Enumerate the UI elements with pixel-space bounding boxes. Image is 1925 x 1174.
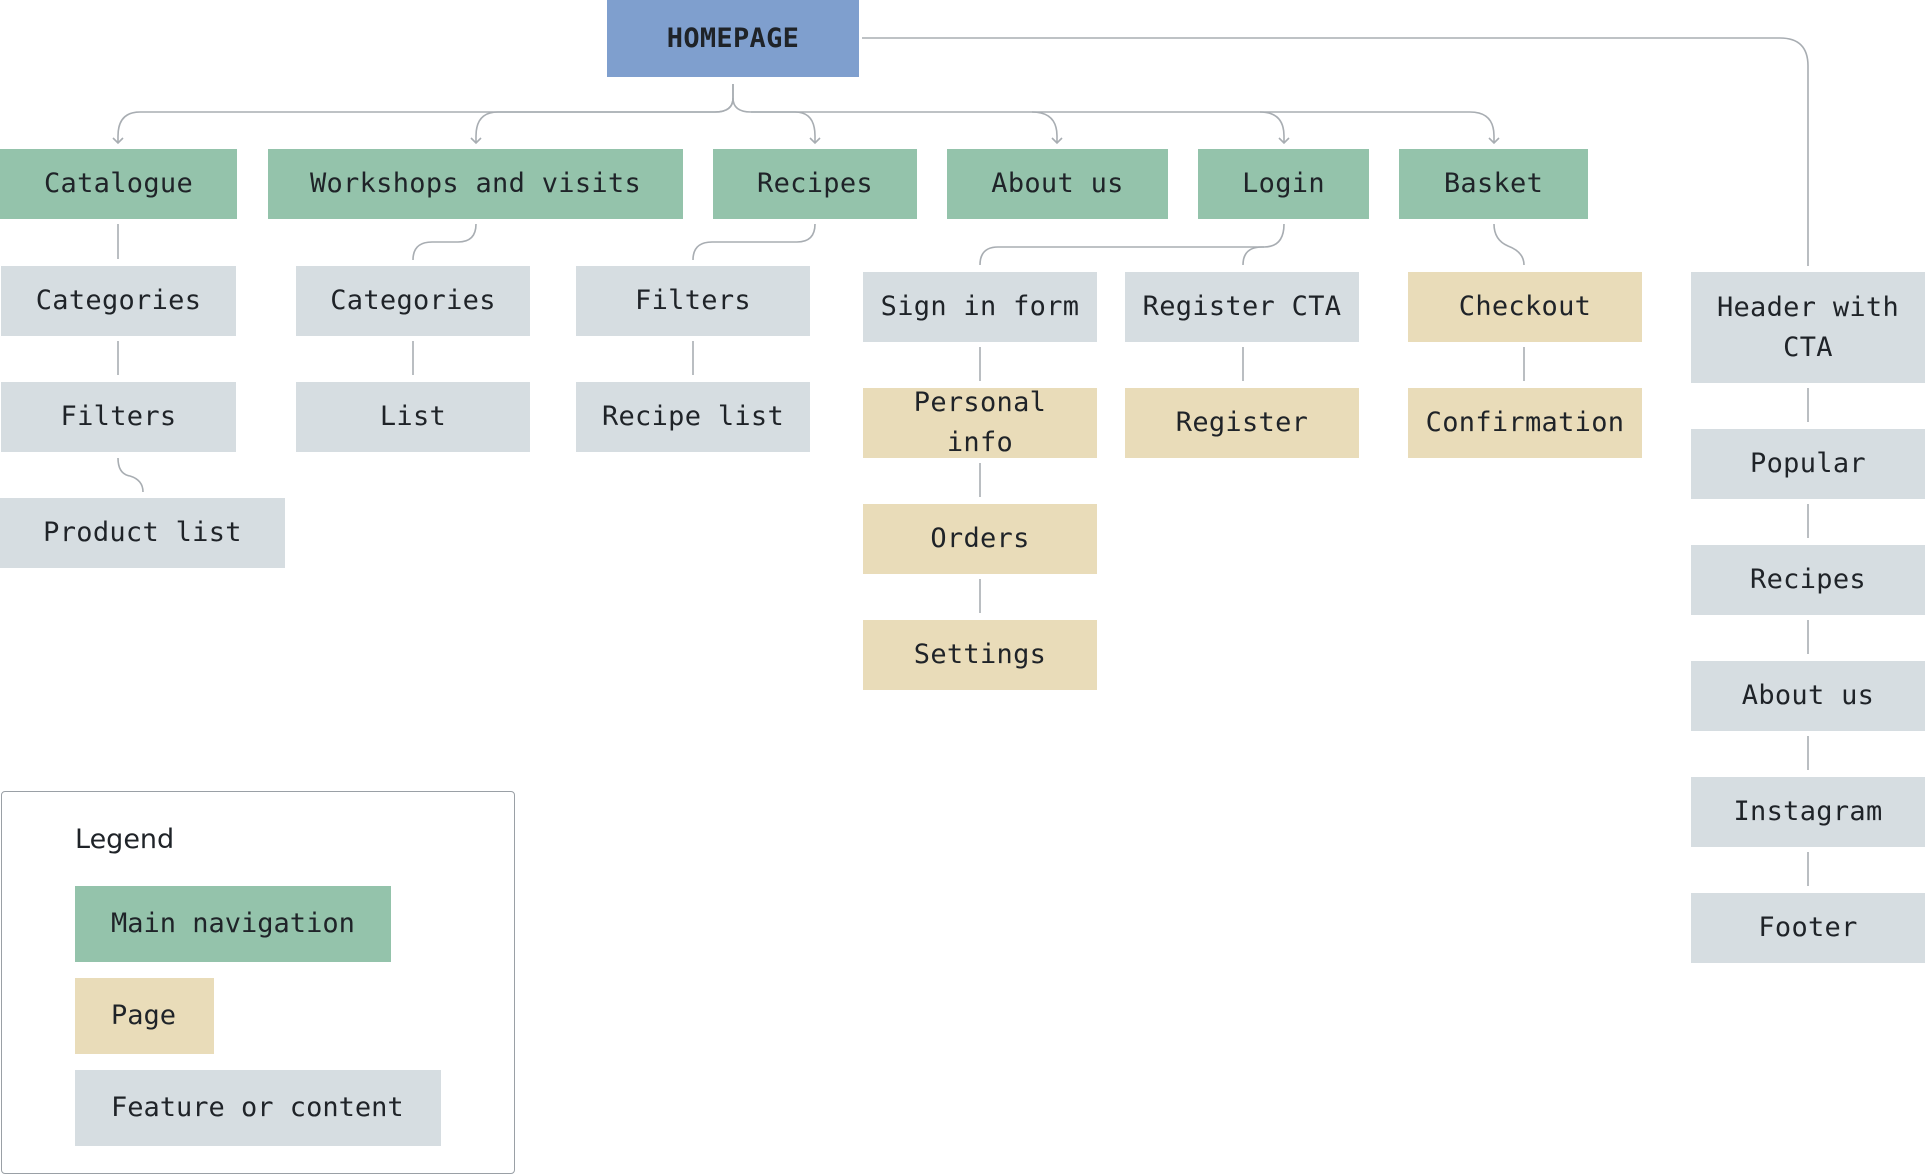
homepage-about-node: About us (1691, 661, 1925, 731)
nav-basket-node: Basket (1399, 149, 1588, 219)
nav-workshops-node: Workshops and visits (268, 149, 683, 219)
workshops-categories-node: Categories (296, 266, 530, 336)
catalogue-filters-node: Filters (1, 382, 236, 452)
login-settings-node: Settings (863, 620, 1097, 690)
nav-recipes-node: Recipes (713, 149, 917, 219)
homepage-header-cta-node: Header with CTA (1691, 272, 1925, 383)
login-personal-info-node: Personal info (863, 387, 1097, 458)
homepage-instagram-node: Instagram (1691, 777, 1925, 847)
login-register-cta-node: Register CTA (1125, 272, 1359, 342)
homepage-footer-node: Footer (1691, 893, 1925, 963)
homepage-node: HOMEPAGE (607, 0, 859, 77)
nav-catalogue-node: Catalogue (0, 149, 237, 219)
recipes-recipe-list-node: Recipe list (576, 382, 810, 452)
recipes-filters-node: Filters (576, 266, 810, 336)
legend-main-navigation: Main navigation (75, 886, 391, 962)
login-orders-node: Orders (863, 504, 1097, 574)
basket-checkout-node: Checkout (1408, 272, 1642, 342)
legend-feature-or-content: Feature or content (75, 1070, 441, 1146)
login-register-node: Register (1125, 388, 1359, 458)
basket-confirmation-node: Confirmation (1408, 388, 1642, 458)
catalogue-product-list-node: Product list (0, 498, 285, 568)
legend-title: Legend (75, 824, 175, 855)
nav-login-node: Login (1198, 149, 1369, 219)
nav-about-node: About us (947, 149, 1168, 219)
workshops-list-node: List (296, 382, 530, 452)
login-sign-in-form-node: Sign in form (863, 272, 1097, 342)
legend-page: Page (75, 978, 214, 1054)
catalogue-categories-node: Categories (1, 266, 236, 336)
homepage-recipes-node: Recipes (1691, 545, 1925, 615)
homepage-popular-node: Popular (1691, 429, 1925, 499)
